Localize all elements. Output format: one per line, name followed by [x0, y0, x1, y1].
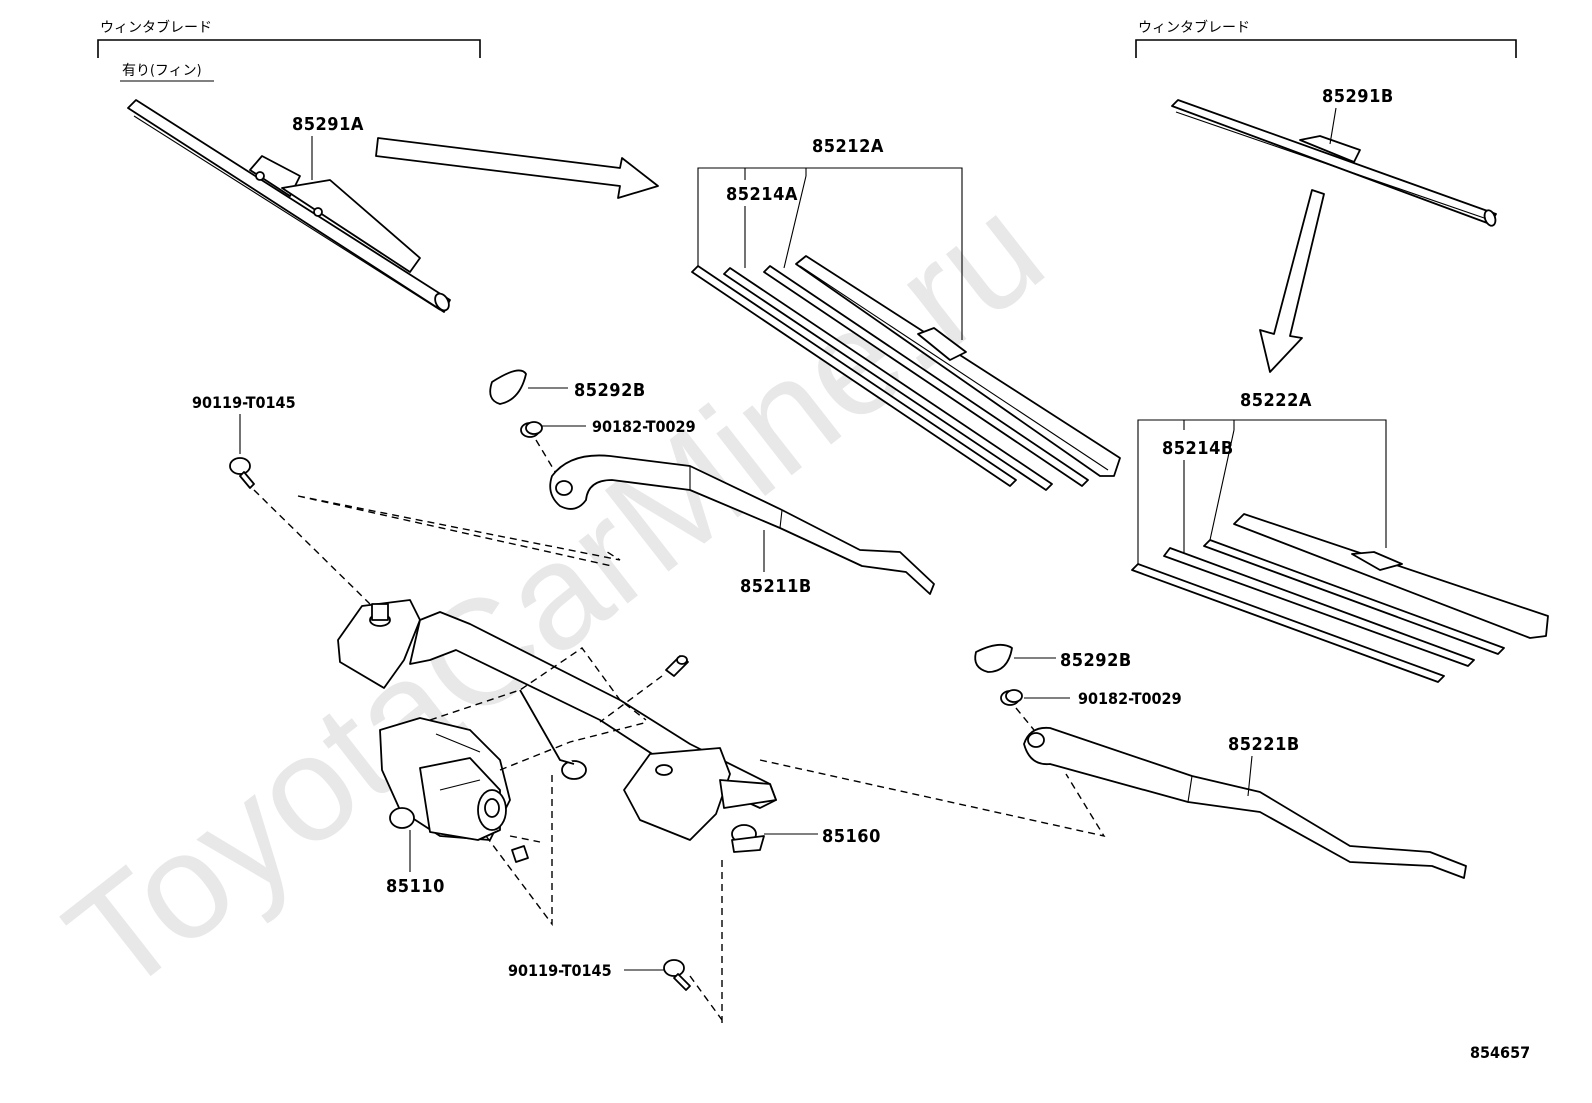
bracket-85212A	[697, 167, 963, 340]
diagram-id: 854657	[1470, 1043, 1530, 1062]
right-section-header: ウィンタブレード	[1135, 19, 1517, 58]
blade-assembly-85222A[interactable]	[1131, 513, 1549, 683]
blade-assembly-85212A[interactable]	[691, 255, 1121, 491]
motor-nut	[511, 845, 529, 863]
label-90182-left: 90182-T0029	[592, 417, 696, 436]
assembly-path	[253, 489, 371, 605]
wiper-arm-85211B[interactable]	[549, 454, 935, 595]
label-85292B-left: 85292B	[574, 380, 646, 401]
left-section-title: ウィンタブレード	[100, 19, 212, 36]
label-85291B: 85291B	[1322, 86, 1394, 107]
arrow-right-icon	[375, 137, 659, 199]
leader-85214A	[744, 175, 807, 269]
cap-85292B-right[interactable]	[974, 643, 1013, 673]
label-90119-bottom: 90119-T0145	[508, 961, 612, 980]
label-85160: 85160	[822, 826, 881, 847]
nut-90182-T0029-right[interactable]	[1000, 689, 1023, 706]
wiper-blade-right-85291B[interactable]	[1171, 99, 1497, 227]
label-85212A: 85212A	[812, 136, 884, 157]
linkage-bolt	[665, 655, 689, 677]
assembly-path	[499, 721, 649, 771]
left-section-bracket	[97, 39, 481, 58]
assembly-path	[429, 647, 647, 721]
leader-85214B	[1183, 429, 1235, 556]
leader-85291B	[1329, 107, 1337, 145]
cap-85292B-left[interactable]	[489, 369, 527, 405]
nut-90182-T0029-left[interactable]	[520, 421, 543, 438]
assembly-path	[599, 675, 663, 723]
left-section-subtitle: 有り(フィン)	[122, 63, 202, 79]
label-90182-right: 90182-T0029	[1078, 689, 1182, 708]
assembly-path	[1015, 707, 1035, 731]
bolt-90119-T0145-top[interactable]	[229, 457, 255, 489]
wiper-blade-left-85291A[interactable]	[127, 99, 452, 313]
label-85214B: 85214B	[1162, 438, 1234, 459]
right-section-bracket	[1135, 39, 1517, 58]
bolt-90119-T0145-bottom[interactable]	[663, 959, 691, 991]
wiper-motor-85110[interactable]	[379, 717, 511, 841]
left-section-header: ウィンタブレード 有り(フィン)	[97, 19, 481, 82]
wiper-arm-85221B[interactable]	[1023, 726, 1467, 879]
assembly-path	[485, 772, 553, 927]
assembly-path	[297, 495, 621, 567]
label-85291A: 85291A	[292, 114, 364, 135]
assembly-path	[509, 835, 541, 843]
arrow-down-icon	[1259, 189, 1325, 373]
right-section-title: ウィンタブレード	[1138, 19, 1250, 36]
assembly-path	[689, 975, 723, 1021]
label-85292B-right: 85292B	[1060, 650, 1132, 671]
wiper-linkage-85160[interactable]	[337, 599, 777, 853]
assembly-path	[759, 759, 1106, 838]
watermark: ToyotaCarMine.ru	[36, 164, 1072, 1025]
label-85110: 85110	[386, 876, 445, 897]
label-85222A: 85222A	[1240, 390, 1312, 411]
label-85214A: 85214A	[726, 184, 798, 205]
bracket-85222A	[1137, 419, 1387, 564]
label-85211B: 85211B	[740, 576, 812, 597]
label-90119-top: 90119-T0145	[192, 393, 296, 412]
leader-85221B	[1247, 755, 1253, 797]
label-85221B: 85221B	[1228, 734, 1300, 755]
